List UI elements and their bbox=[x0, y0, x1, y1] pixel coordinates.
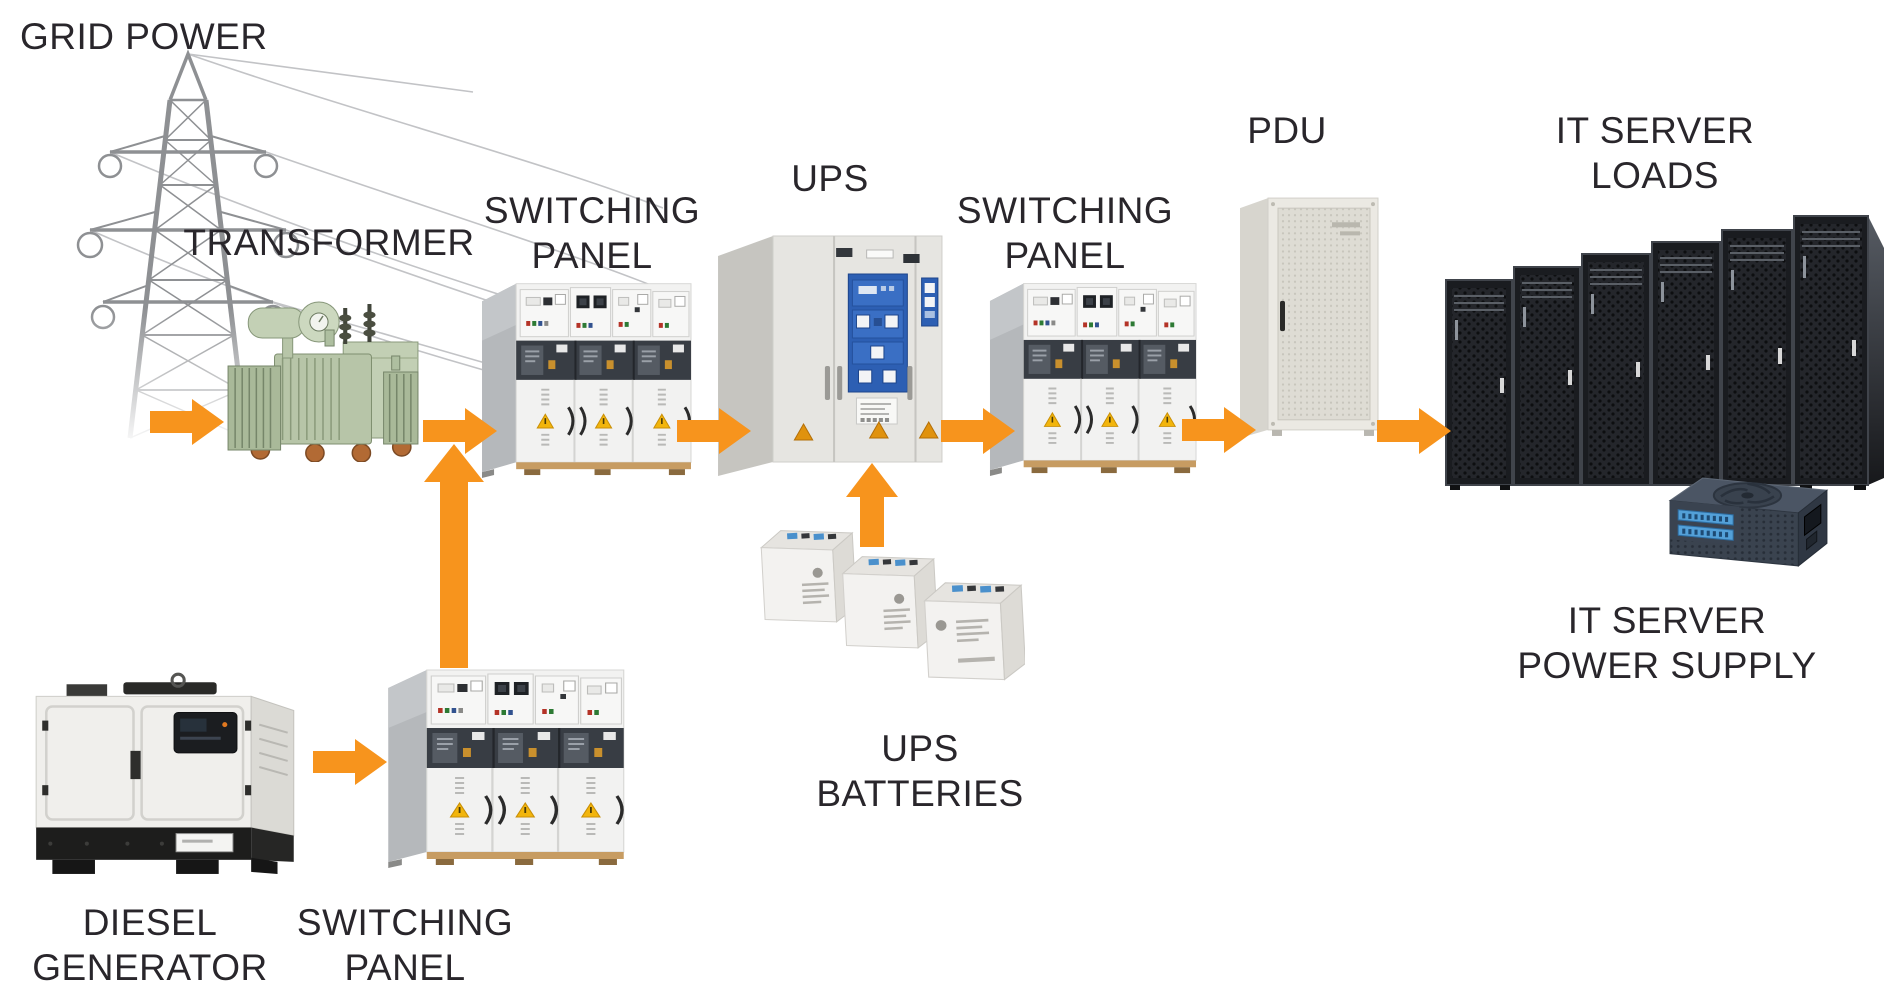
arrow-switching-panel-to-pdu-icon bbox=[1182, 407, 1256, 453]
switching-panel-mid-illustration bbox=[988, 282, 1198, 476]
grid-power-label: GRID POWER bbox=[20, 16, 268, 57]
switching-panel-top-label: SWITCHING PANEL bbox=[483, 190, 701, 276]
switching-panel-top-illustration bbox=[480, 282, 693, 478]
pdu-label: PDU bbox=[1247, 110, 1327, 151]
ups-batteries-illustration bbox=[759, 526, 1025, 684]
arrow-ups-to-switching-panel-icon bbox=[941, 408, 1015, 454]
it-server-power-supply-label: IT SERVER POWER SUPPLY bbox=[1517, 600, 1817, 686]
ups-label: UPS bbox=[791, 158, 869, 199]
it-server-racks-illustration bbox=[1445, 215, 1884, 491]
diesel-generator-illustration bbox=[34, 672, 296, 876]
it-server-loads-label: IT SERVER LOADS bbox=[1555, 110, 1755, 196]
switching-panel-bottom-illustration bbox=[386, 668, 626, 868]
transformer-illustration bbox=[222, 282, 424, 462]
arrow-generator-to-switching-panel-icon bbox=[313, 739, 387, 785]
pdu-illustration bbox=[1239, 197, 1379, 439]
arrow-switching-panel-to-ups-icon bbox=[677, 408, 751, 454]
ups-batteries-label: UPS BATTERIES bbox=[816, 728, 1024, 814]
diesel-generator-label: DIESEL GENERATOR bbox=[32, 902, 268, 988]
transformer-label: TRANSFORMER bbox=[183, 222, 475, 263]
arrow-pdu-to-servers-icon bbox=[1377, 408, 1451, 454]
arrow-switching-panel-bottom-to-top-icon bbox=[424, 444, 484, 668]
switching-panel-mid-label: SWITCHING PANEL bbox=[956, 190, 1174, 276]
it-server-power-supply-illustration bbox=[1668, 476, 1829, 568]
arrow-grid-to-transformer-icon bbox=[150, 399, 224, 445]
switching-panel-bottom-label: SWITCHING PANEL bbox=[296, 902, 514, 988]
